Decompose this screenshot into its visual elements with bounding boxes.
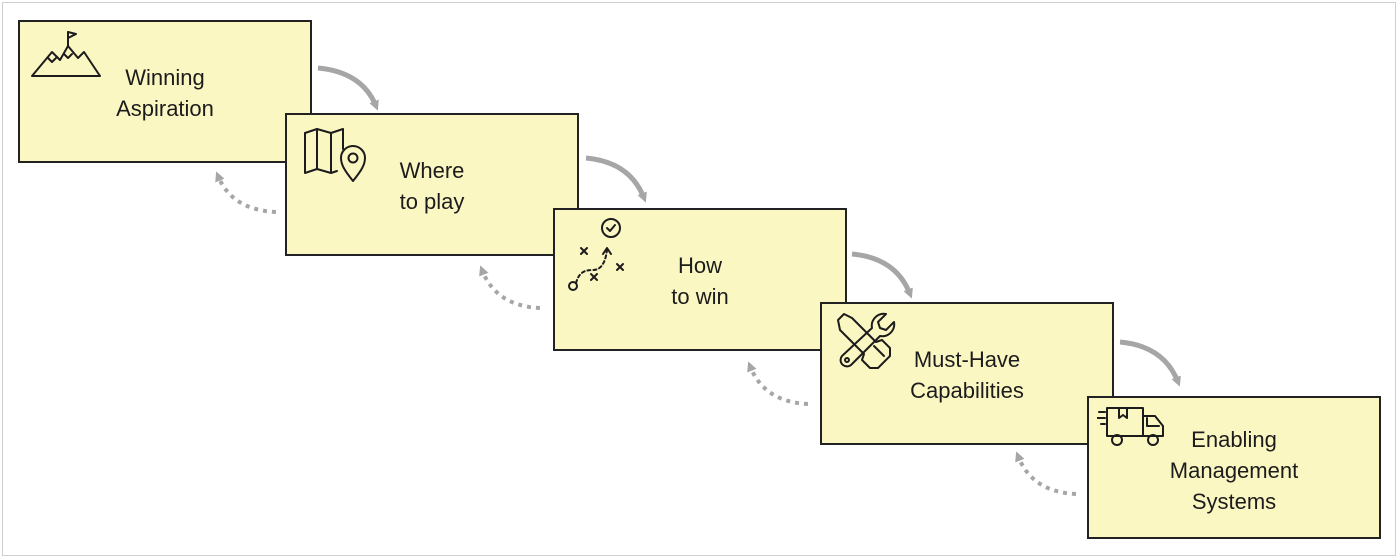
backward-arrow-3 (747, 361, 809, 406)
backward-arrow-2 (479, 265, 541, 310)
step-label-line: Where (399, 158, 465, 183)
map-pin-icon (301, 125, 371, 185)
delivery-truck-icon (1097, 406, 1169, 448)
step-label-line: Aspiration (116, 96, 214, 121)
step-winning-aspiration: Winning Aspiration (18, 20, 312, 163)
step-how-to-win: How to win (553, 208, 847, 351)
strategy-play-icon (565, 214, 641, 294)
step-label: Must-Have Capabilities (892, 344, 1042, 406)
forward-arrow-3 (851, 251, 913, 299)
step-label-line: Must-Have (913, 347, 1021, 372)
wrench-screwdriver-icon (832, 310, 896, 374)
step-label: Winning Aspiration (90, 62, 240, 124)
step-label: Where to play (357, 155, 507, 217)
backward-arrow-4 (1015, 451, 1077, 496)
forward-arrow-2 (585, 155, 647, 203)
step-must-have-capabilities: Must-Have Capabilities (820, 302, 1114, 445)
mountain-flag-icon (28, 28, 104, 80)
step-label-line: Systems (1191, 489, 1277, 514)
step-label-line: Winning (125, 65, 205, 90)
forward-arrow-1 (317, 65, 379, 111)
step-label-line: How (677, 253, 722, 278)
step-label-line: Enabling (1191, 427, 1277, 452)
step-label: Enabling Management Systems (1159, 424, 1309, 517)
step-label-line: to play (399, 189, 465, 214)
step-where-to-play: Where to play (285, 113, 579, 256)
step-label-line: Management (1169, 458, 1299, 483)
backward-arrow-1 (215, 171, 277, 214)
forward-arrow-4 (1119, 339, 1181, 387)
step-label-line: to win (671, 284, 729, 309)
step-label: How to win (625, 250, 775, 312)
step-enabling-management-systems: Enabling Management Systems (1087, 396, 1381, 539)
step-label-line: Capabilities (910, 378, 1024, 403)
